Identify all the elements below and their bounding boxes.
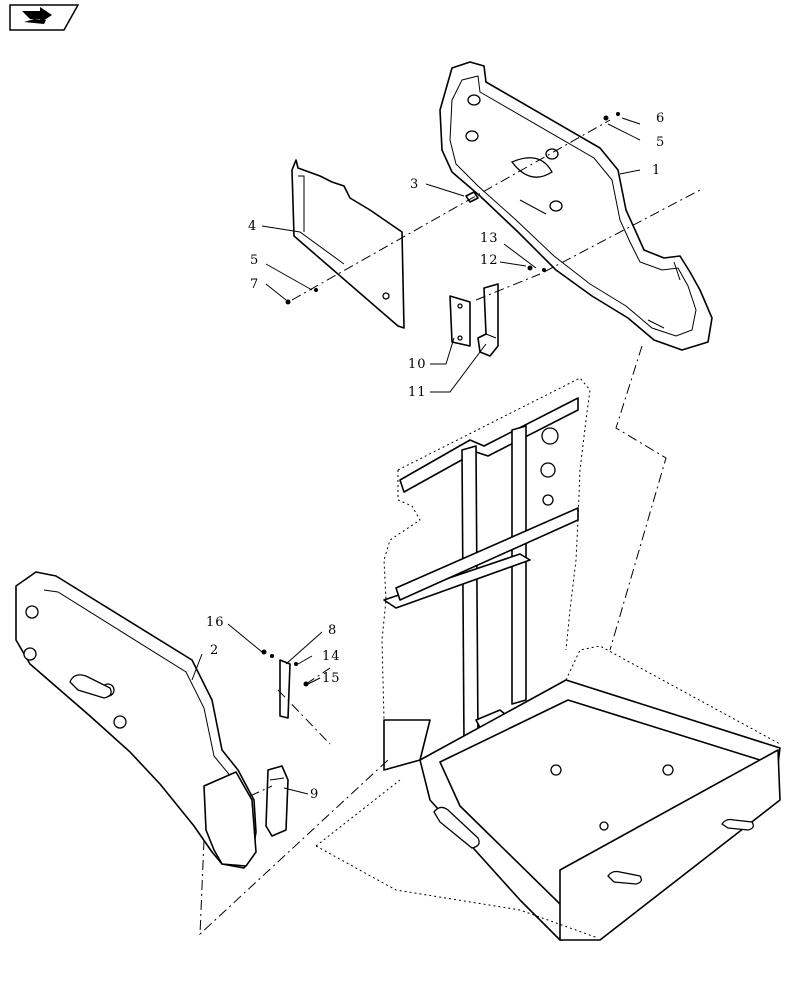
part-10-bracket [449, 295, 471, 347]
nav-button[interactable] [9, 4, 80, 31]
callout-2: 2 [210, 643, 219, 658]
part-9-bracket [265, 765, 289, 837]
part-11-bracket [477, 283, 499, 357]
callout-3: 3 [410, 177, 419, 192]
callout-11: 11 [408, 385, 427, 400]
callout-labels: 1 2 3 4 5 5 6 7 8 9 10 11 12 13 14 15 16 [206, 111, 665, 802]
part-4-cover-plate [291, 159, 405, 329]
callout-5b: 5 [656, 135, 665, 150]
callout-4: 4 [248, 219, 257, 234]
part-2-left-side-panel [15, 571, 257, 869]
arrow-nav-icon [22, 7, 52, 24]
callout-10: 10 [408, 357, 427, 372]
leader-lines [191, 117, 641, 795]
callout-15: 15 [322, 671, 341, 686]
fasteners [261, 112, 620, 687]
part-8-bracket [279, 659, 291, 719]
callout-1: 1 [652, 163, 661, 178]
callout-8: 8 [328, 623, 337, 638]
callout-9: 9 [310, 787, 319, 802]
callout-16: 16 [206, 615, 225, 630]
callout-5a: 5 [250, 253, 259, 268]
base-frame [315, 645, 781, 941]
assembly-lines [199, 119, 701, 936]
callout-6: 6 [656, 111, 665, 126]
callout-14: 14 [322, 649, 341, 664]
callout-7: 7 [250, 277, 259, 292]
callout-12: 12 [480, 253, 499, 268]
part-1-right-side-panel [439, 61, 713, 351]
callout-13: 13 [480, 231, 499, 246]
